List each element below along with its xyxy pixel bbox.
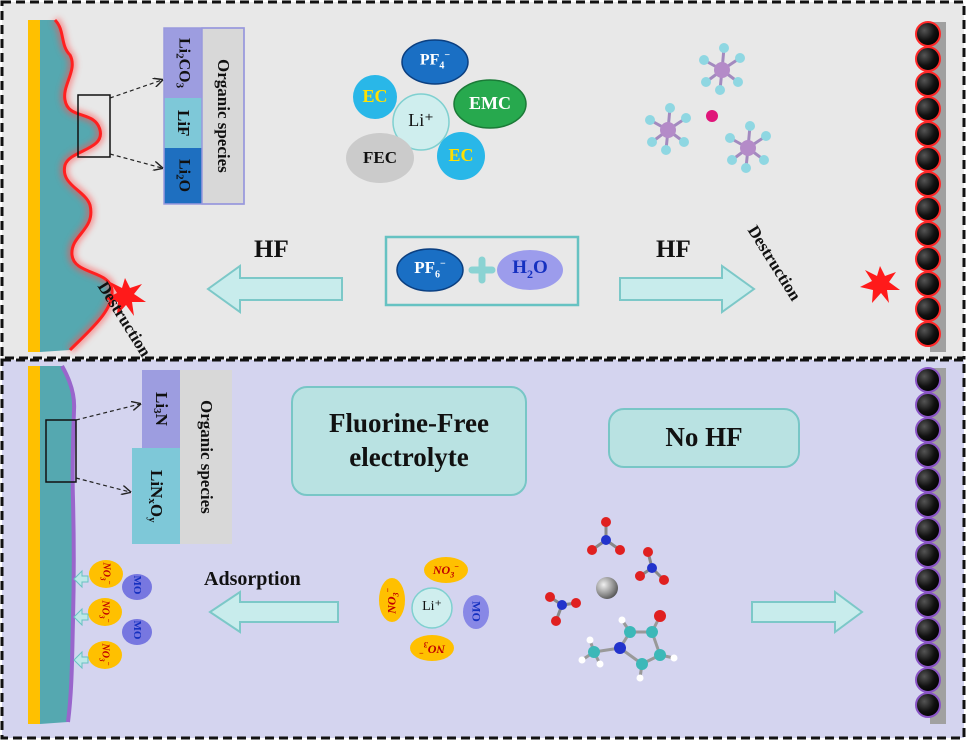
top-panel-border (0, 0, 966, 360)
top-right-arrow (619, 264, 756, 314)
label-h2o: H2O (512, 257, 548, 281)
cathode-particle (915, 296, 941, 322)
surface-no3-1: NO3− (98, 562, 114, 585)
sei-organic-bottom: Organic species (197, 400, 216, 514)
bottom-panel-border (0, 358, 966, 740)
cathode-particle (915, 567, 941, 593)
sei-li2o: Li2O (173, 159, 193, 193)
cathode-particle (915, 492, 941, 518)
top-sei-red-boundary (53, 18, 114, 352)
hf-right-label: HF (656, 236, 691, 263)
adsorption-arrow (208, 590, 339, 634)
bottom-cathode (915, 367, 946, 724)
adsorption-label: Adsorption (204, 568, 301, 590)
cathode-particle (915, 196, 941, 222)
top-left-burst (105, 278, 146, 316)
bottom-zoom-box (45, 419, 77, 483)
surface-mo-2: MO (131, 620, 143, 640)
cathode-particle (915, 171, 941, 197)
cathode-particle (915, 392, 941, 418)
label-mo-bottom: MO (469, 601, 484, 622)
sei-li3n: Li3N (150, 392, 172, 426)
cathode-particle (915, 221, 941, 247)
cathode-particle (915, 542, 941, 568)
pf6-molecule-3 (725, 121, 771, 173)
nitrate-molecules (545, 517, 669, 626)
top-right-burst (860, 266, 900, 303)
cathode-particle (915, 246, 941, 272)
bottom-anode (28, 365, 140, 724)
cathode-particle (915, 367, 941, 393)
top-zoom-box (77, 94, 111, 158)
bottom-right-arrow (751, 590, 864, 634)
sei-linxoy: LiNxOy (145, 469, 167, 523)
sei-lif: LiF (174, 109, 193, 137)
cathode-particle (915, 617, 941, 643)
top-left-arrow (206, 264, 343, 314)
cathode-particle (915, 21, 941, 47)
surface-adsorbed-species (73, 560, 152, 670)
label-pf6: PF6− (414, 258, 446, 281)
label-no3-left: NO3− (383, 587, 401, 614)
bottom-sei-purple-boundary (60, 365, 77, 723)
label-pf4: PF4− (419, 50, 451, 72)
top-electrolyte-layer (40, 20, 113, 352)
bottom-sei-stack (132, 370, 232, 544)
label-li-top: Li⁺ (408, 110, 434, 130)
label-emc: EMC (469, 93, 511, 113)
label-ec-left: EC (362, 86, 388, 106)
label-li-bottom: Li⁺ (422, 599, 442, 614)
top-panel-bg (2, 2, 964, 358)
fluorine-free-solvation-shell (379, 557, 489, 661)
cathode-particle (915, 467, 941, 493)
label-no3-bottom: NO3− (418, 640, 446, 658)
cathode-particle (915, 592, 941, 618)
cathode-particle (915, 71, 941, 97)
cathode-particle (915, 321, 941, 347)
sei-li2co3: Li2CO3 (173, 37, 193, 89)
top-sei-stack (163, 27, 245, 205)
reaction-box (384, 235, 580, 307)
label-fec: FEC (363, 148, 397, 167)
cathode-particle (915, 417, 941, 443)
li-ion-dot (706, 110, 718, 122)
pf6-molecule-2 (645, 103, 691, 155)
cathode-particle (915, 517, 941, 543)
surface-no3-3: NO3− (97, 643, 113, 666)
bottom-current-collector (28, 366, 40, 724)
cathode-particle (915, 121, 941, 147)
label-no3-top: NO3− (432, 562, 460, 580)
hf-left-label: HF (254, 236, 289, 263)
no-hf-box: No HF (608, 408, 800, 468)
sei-organic-top: Organic species (214, 59, 233, 173)
pf6-molecule-1 (699, 43, 745, 95)
top-current-collector (28, 20, 40, 352)
surface-no3-2: NO3− (97, 600, 113, 623)
label-ec-right: EC (448, 145, 474, 165)
cathode-particle (915, 46, 941, 72)
cathode-particle (915, 271, 941, 297)
lithium-atom (596, 577, 618, 599)
cathode-particle (915, 146, 941, 172)
cathode-particle (915, 642, 941, 668)
cathode-particle (915, 96, 941, 122)
top-cathode (915, 21, 946, 352)
top-anode (28, 16, 162, 354)
cathode-particle (915, 667, 941, 693)
cathode-particle (915, 692, 941, 718)
cathode-particle (915, 442, 941, 468)
surface-mo-1: MO (131, 575, 143, 595)
